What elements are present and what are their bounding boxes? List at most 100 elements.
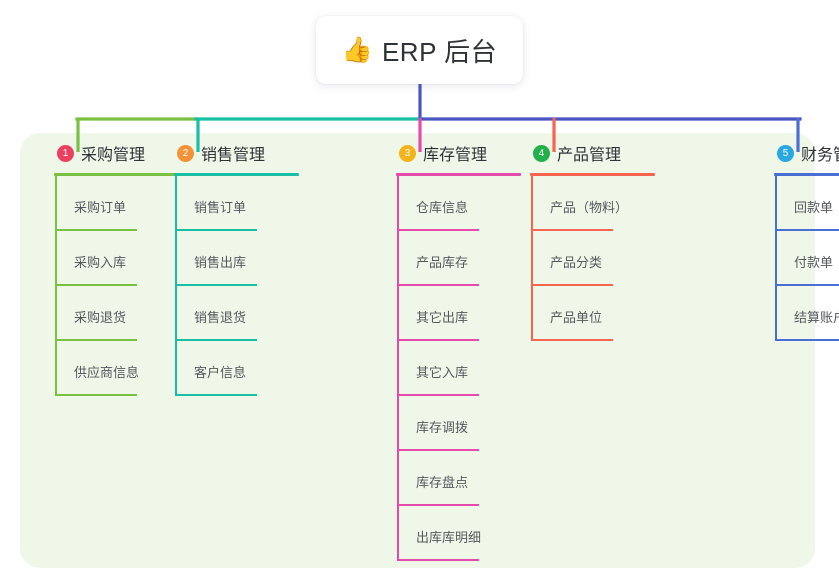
list-item-rule	[531, 339, 613, 341]
list-item-label: 回款单	[794, 200, 834, 215]
list-item-rule	[175, 339, 257, 341]
list-item[interactable]: 出库库明细	[380, 506, 540, 561]
list-item[interactable]: 仓库信息	[380, 176, 540, 231]
list-item[interactable]: 结算账户	[758, 286, 839, 341]
column-2: 2 销售管理销售订单销售出库销售退货客户信息	[158, 133, 318, 396]
column-spine-5	[775, 175, 777, 341]
list-item-label: 仓库信息	[416, 200, 469, 215]
column-5: 5 财务管理回款单付款单结算账户	[758, 133, 839, 341]
list-item[interactable]: 付款单	[758, 231, 839, 286]
list-item-rule	[55, 394, 137, 396]
column-spine-3	[397, 175, 399, 561]
column-items-2: 销售订单销售出库销售退货客户信息	[158, 176, 318, 396]
list-item-label: 付款单	[794, 255, 834, 270]
column-header-3[interactable]: 3 库存管理	[380, 133, 540, 173]
list-item[interactable]: 产品（物料）	[514, 176, 674, 231]
list-item-rule	[775, 284, 839, 286]
column-header-rule-3	[396, 173, 521, 176]
list-item-label: 采购订单	[74, 200, 127, 215]
list-item-label: 其它出库	[416, 310, 469, 325]
list-item-rule	[175, 284, 257, 286]
list-item-rule	[775, 339, 839, 341]
column-title-3: 库存管理	[423, 147, 488, 164]
list-item-rule	[175, 394, 257, 396]
list-item-label: 库存调拨	[416, 420, 469, 435]
column-container: 1 采购管理采购订单采购入库采购退货供应商信息 2 销售管理销售订单销售出库销售退货客…	[20, 133, 839, 568]
list-item[interactable]: 其它出库	[380, 286, 540, 341]
column-badge-2: 2	[177, 144, 194, 162]
list-item-label: 库存盘点	[416, 475, 469, 490]
list-item[interactable]: 采购入库	[38, 231, 198, 286]
list-item-label: 供应商信息	[74, 365, 140, 380]
thumbs-up-icon: 👍	[341, 35, 373, 64]
list-item[interactable]: 采购订单	[38, 176, 198, 231]
list-item-label: 采购退货	[74, 310, 127, 325]
column-badge-4: 4	[533, 144, 550, 162]
list-item-label: 产品分类	[550, 255, 603, 270]
list-item-rule	[397, 394, 479, 396]
page-title: ERP 后台	[381, 36, 498, 67]
list-item[interactable]: 客户信息	[158, 341, 318, 396]
list-item[interactable]: 采购退货	[38, 286, 198, 341]
column-title-4: 产品管理	[557, 147, 622, 164]
column-title-2: 销售管理	[201, 147, 266, 164]
column-header-5[interactable]: 5 财务管理	[758, 133, 839, 173]
list-item-rule	[397, 284, 479, 286]
column-items-4: 产品（物料） 产品分类产品单位	[514, 176, 674, 341]
column-header-4[interactable]: 4 产品管理	[514, 133, 674, 173]
list-item[interactable]: 产品单位	[514, 286, 674, 341]
column-items-3: 仓库信息产品库存其它出库其它入库库存调拨库存盘点出库库明细	[380, 176, 540, 561]
list-item-label: 产品（物料）	[550, 200, 629, 215]
column-items-1: 采购订单采购入库采购退货供应商信息	[38, 176, 198, 396]
column-header-1[interactable]: 1 采购管理	[38, 133, 198, 173]
list-item[interactable]: 回款单	[758, 176, 839, 231]
column-header-2[interactable]: 2 销售管理	[158, 133, 318, 173]
list-item-label: 出库库明细	[416, 530, 482, 545]
column-badge-1: 1	[57, 144, 74, 162]
list-item[interactable]: 产品库存	[380, 231, 540, 286]
list-item[interactable]: 库存调拨	[380, 396, 540, 451]
list-item[interactable]: 销售退货	[158, 286, 318, 341]
list-item-rule	[55, 229, 137, 231]
list-item-label: 销售退货	[194, 310, 247, 325]
list-item-label: 其它入库	[416, 365, 469, 380]
column-items-5: 回款单付款单结算账户	[758, 176, 839, 341]
diagram-panel	[20, 133, 815, 568]
list-item[interactable]: 销售订单	[158, 176, 318, 231]
list-item-label: 产品库存	[416, 255, 469, 270]
list-item[interactable]: 库存盘点	[380, 451, 540, 506]
root-title-card: 👍 ERP 后台	[316, 16, 523, 84]
column-spine-4	[531, 175, 533, 341]
list-item-rule	[397, 559, 479, 561]
list-item-label: 结算账户	[794, 310, 839, 325]
list-item-rule	[397, 339, 479, 341]
list-item-rule	[55, 339, 137, 341]
column-badge-5: 5	[777, 144, 794, 162]
list-item-label: 产品单位	[550, 310, 603, 325]
column-title-1: 采购管理	[81, 147, 146, 164]
column-header-rule-5	[774, 173, 839, 176]
list-item-rule	[55, 284, 137, 286]
list-item-rule	[775, 229, 839, 231]
list-item-rule	[397, 449, 479, 451]
list-item-label: 采购入库	[74, 255, 127, 270]
list-item-rule	[397, 504, 479, 506]
list-item[interactable]: 产品分类	[514, 231, 674, 286]
column-header-rule-2	[174, 173, 299, 176]
list-item-rule	[531, 284, 613, 286]
column-header-rule-1	[54, 173, 179, 176]
list-item-rule	[531, 229, 613, 231]
list-item[interactable]: 销售出库	[158, 231, 318, 286]
column-1: 1 采购管理采购订单采购入库采购退货供应商信息	[38, 133, 198, 396]
column-4: 4 产品管理产品（物料） 产品分类产品单位	[514, 133, 674, 341]
column-title-5: 财务管理	[801, 147, 839, 164]
list-item-rule	[397, 229, 479, 231]
list-item[interactable]: 供应商信息	[38, 341, 198, 396]
list-item-rule	[175, 229, 257, 231]
list-item-label: 销售出库	[194, 255, 247, 270]
list-item-label: 销售订单	[194, 200, 247, 215]
list-item[interactable]: 其它入库	[380, 341, 540, 396]
column-badge-3: 3	[399, 144, 416, 162]
column-header-rule-4	[530, 173, 655, 176]
